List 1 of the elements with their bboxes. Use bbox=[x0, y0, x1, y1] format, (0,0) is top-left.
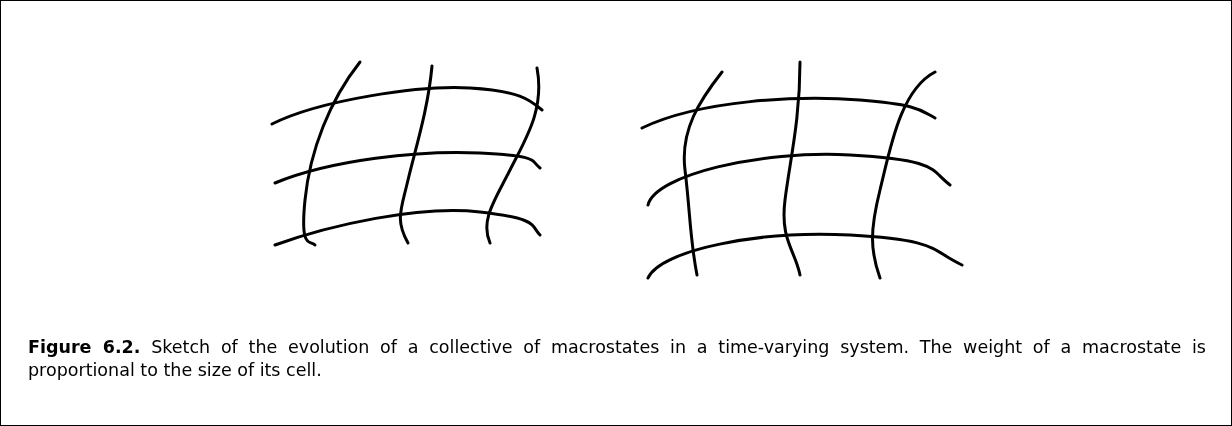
figure-caption: Figure 6.2. Sketch of the evolution of a collective of macrostates in a time-varying system. The weight of a macrostate is proportional to the size of its cell. bbox=[28, 336, 1206, 382]
